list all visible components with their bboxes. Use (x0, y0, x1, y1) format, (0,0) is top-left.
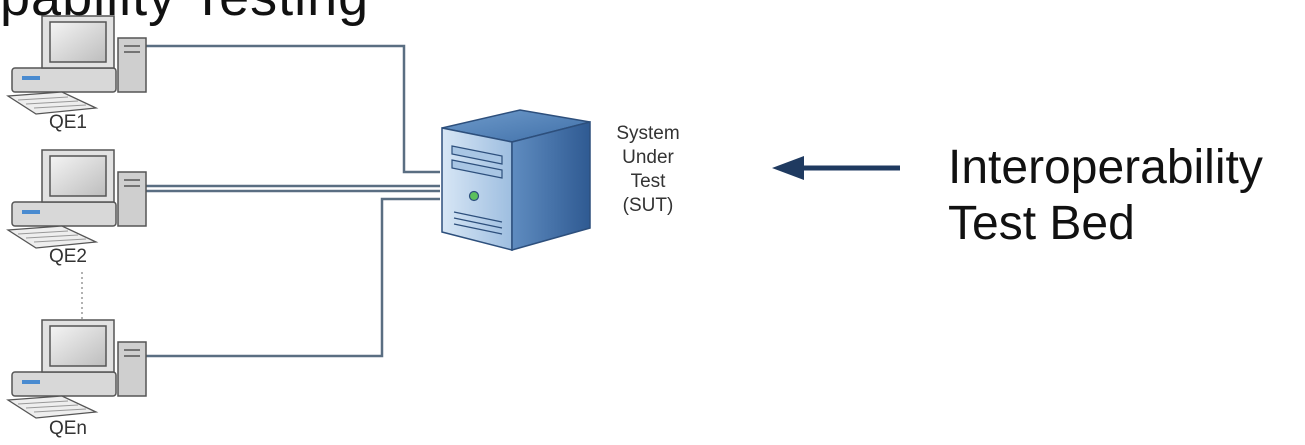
workstation-label-qe2: QE2 (48, 246, 88, 267)
wire-qe1 (140, 44, 440, 174)
server-icon (441, 109, 591, 251)
connection-wires (140, 44, 440, 358)
testbed-label-line-2: Test Bed (948, 197, 1135, 250)
pc-icon-qe2 (6, 149, 147, 249)
arrow-left-icon (772, 156, 900, 180)
testbed-label: Interoperability Test Bed (948, 140, 1263, 252)
pc-icon-qe1 (6, 15, 147, 115)
testbed-label-line-1: Interoperability (948, 141, 1263, 194)
server-label-line-1: System (616, 123, 680, 144)
workstation-label-qe1: QE1 (48, 112, 88, 133)
server-label-line-3: Test (630, 171, 666, 192)
server-label-line-2: Under (622, 147, 674, 168)
workstation-label-qen: QEn (48, 418, 88, 439)
wire-qen (140, 197, 440, 358)
pc-icon-qen (6, 319, 147, 419)
server-label-line-4: (SUT) (622, 195, 674, 216)
server-label: System Under Test (SUT) (592, 122, 704, 218)
